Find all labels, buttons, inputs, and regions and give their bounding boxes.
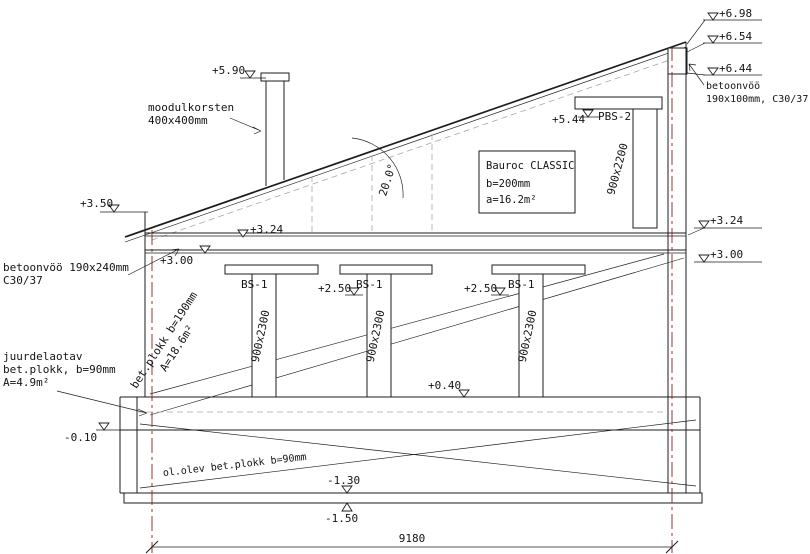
elevation-m1-50: -1.50 xyxy=(325,512,358,525)
material-note-1: Bauroc CLASSIC xyxy=(486,160,575,172)
elevation-3-24-right: +3.24 xyxy=(710,214,743,227)
level-triangle xyxy=(707,35,719,44)
material-note-2: b=200mm xyxy=(486,178,530,190)
elevation-m0-10: -0.10 xyxy=(64,431,97,444)
level-line xyxy=(694,19,762,263)
bs1-column xyxy=(518,273,544,398)
level-triangle xyxy=(348,287,360,296)
ringbeam-right-label-2: 190x100mm, C30/37 xyxy=(706,94,808,105)
bs1-label-b: BS-1 xyxy=(356,278,383,291)
bs1-cap xyxy=(491,264,586,275)
foundation-horizontals xyxy=(120,396,700,494)
top-right-leaders xyxy=(686,19,706,76)
pbs2-assembly xyxy=(574,96,663,229)
ringbeam-right-label-1: betoonvöö xyxy=(706,81,760,92)
roof-inner-line xyxy=(124,46,687,243)
elevation-3-00-right: +3.00 xyxy=(710,248,743,261)
walls xyxy=(100,42,687,397)
elevation-0-40: +0.40 xyxy=(428,379,461,392)
chimney-cap xyxy=(260,72,290,82)
level-triangle xyxy=(707,12,719,21)
block-wall-diagonal xyxy=(149,253,665,395)
foundation-diagonal xyxy=(139,419,697,489)
material-note-3: a=16.2m² xyxy=(486,194,537,206)
hatch-diagonals xyxy=(139,253,697,489)
ringbeam-left-leader xyxy=(127,248,180,276)
pbs2-label: PBS-2 xyxy=(598,110,631,123)
bs1-cap xyxy=(339,264,433,275)
pbs2-column xyxy=(632,108,658,229)
ringbeam-right-leader xyxy=(688,63,705,86)
dimension: 9180 xyxy=(145,532,679,554)
chimney-walls xyxy=(265,81,285,186)
elevation-5-90: +5.90 xyxy=(212,64,245,77)
foundation-leader xyxy=(56,390,148,417)
bs1-column xyxy=(251,273,277,398)
level-triangle xyxy=(237,229,249,238)
pbs2-beam xyxy=(574,96,663,110)
level-triangle xyxy=(698,220,710,229)
elevation-3-24-left: +3.24 xyxy=(250,223,283,236)
dimension-ticks xyxy=(145,540,679,554)
level-triangle xyxy=(199,245,211,254)
roof-angle-arc xyxy=(351,137,404,199)
band-line xyxy=(145,232,686,251)
e324-right-leader xyxy=(687,227,705,236)
band-line-thin xyxy=(145,235,686,254)
elevation-2-50-a: +2.50 xyxy=(318,282,351,295)
base-plate xyxy=(123,492,703,504)
ringbeam-left-label-2: C30/37 xyxy=(3,274,43,287)
level-triangle xyxy=(341,502,353,512)
dimension-total: 9180 xyxy=(399,532,426,545)
elevation-3-00-left: +3.00 xyxy=(160,254,193,267)
leader-lines xyxy=(56,19,706,417)
foundation-label-1: juurdelaotav xyxy=(3,350,83,363)
elevation-6-98: +6.98 xyxy=(719,7,752,20)
level-triangle xyxy=(98,422,110,431)
block-wall-diagonal xyxy=(149,257,685,416)
elevation-6-44: +6.44 xyxy=(719,62,752,75)
chimney xyxy=(260,72,290,186)
bs1-cap xyxy=(224,264,319,275)
roof-line xyxy=(124,41,687,238)
elevation-6-54: +6.54 xyxy=(719,30,752,43)
ringbeam-left-label-1: betoonvöö 190x240mm xyxy=(3,261,129,274)
roof-dashed-line xyxy=(151,56,679,241)
foundation-diagonal xyxy=(139,423,697,487)
level-triangle xyxy=(458,389,470,398)
level-triangle xyxy=(244,70,256,79)
chimney-label-2: 400x400mm xyxy=(148,114,208,127)
elevation-m1-30: -1.30 xyxy=(327,474,360,487)
elevation-3-50: +3.50 xyxy=(80,197,113,210)
foundation xyxy=(119,396,703,504)
existing-block-label: ol.olev bet.plokk b=90mm xyxy=(162,452,307,479)
roof xyxy=(124,41,688,243)
level-triangle xyxy=(494,287,506,296)
level-triangle xyxy=(698,254,710,263)
eave-ring-beam xyxy=(667,47,688,75)
level-triangle xyxy=(108,204,120,213)
foundation-label-2: bet.plokk, b=90mm xyxy=(3,363,116,376)
axis-lines xyxy=(151,46,673,553)
bauroc-note-box xyxy=(478,150,576,214)
elevation-2-50-b: +2.50 xyxy=(464,282,497,295)
foundation-label-3: A=4.9m² xyxy=(3,376,49,389)
pbs2-size-label: 900x2200 xyxy=(604,142,630,197)
chimney-leader xyxy=(229,117,262,135)
bs1-label-a: BS-1 xyxy=(241,278,268,291)
elevation-5-44: +5.44 xyxy=(552,113,585,126)
foundation-verticals xyxy=(119,397,701,493)
bs1-assemblies xyxy=(224,264,586,398)
elevation-markers xyxy=(96,12,762,512)
roof-angle-label: 20.0° xyxy=(376,162,399,198)
chimney-label-1: moodulkorsten xyxy=(148,101,234,114)
bs1-label-c: BS-1 xyxy=(508,278,535,291)
level-triangle xyxy=(341,485,353,494)
level-triangle xyxy=(707,67,719,76)
level-triangle xyxy=(582,109,594,118)
bs1-column xyxy=(366,273,392,398)
ring-beam-band xyxy=(145,232,686,254)
